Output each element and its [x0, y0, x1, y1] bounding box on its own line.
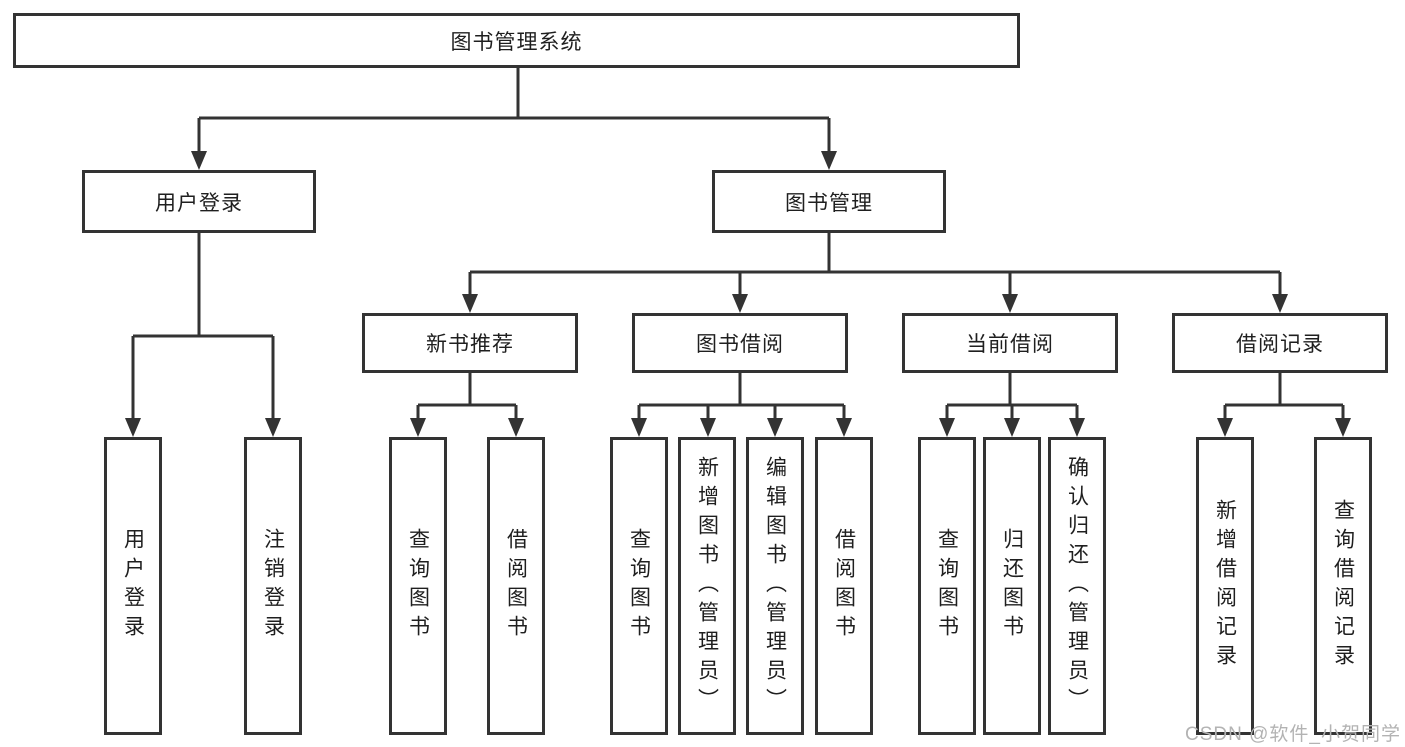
- node-leaf-search-books-recommend: 查询图书: [389, 437, 447, 735]
- node-leaf-search-books-borrow: 查询图书: [610, 437, 668, 735]
- node-label: 编辑图书（管理员）: [763, 455, 787, 717]
- node-label: 查询借阅记录: [1331, 499, 1355, 673]
- node-leaf-borrow-books: 借阅图书: [815, 437, 873, 735]
- node-label: 当前借阅: [966, 333, 1054, 356]
- node-borrow-records: 借阅记录: [1172, 313, 1388, 373]
- edge-book-management-to-level3: [468, 233, 1282, 299]
- node-label: 查询图书: [935, 528, 959, 644]
- node-leaf-user-login: 用户登录: [104, 437, 162, 735]
- node-label: 图书借阅: [696, 333, 784, 356]
- arrowheads-level3: [462, 294, 1288, 313]
- node-leaf-borrow-books-recommend: 借阅图书: [487, 437, 545, 735]
- node-label: 图书管理系统: [450, 30, 583, 54]
- node-leaf-search-books-current: 查询图书: [918, 437, 976, 735]
- node-label: 查询图书: [406, 528, 430, 644]
- node-label: 归还图书: [1000, 528, 1024, 644]
- node-label: 新增图书（管理员）: [695, 455, 719, 717]
- edge-user-login-to-leaves: [131, 233, 275, 423]
- node-label: 用户登录: [155, 191, 243, 215]
- arrowheads-book-borrow-leaves: [631, 418, 852, 437]
- node-leaf-confirm-return-admin: 确认归还（管理员）: [1048, 437, 1106, 735]
- node-label: 查询图书: [627, 528, 651, 644]
- node-user-login: 用户登录: [82, 170, 316, 233]
- node-leaf-add-borrow-record: 新增借阅记录: [1196, 437, 1254, 735]
- arrowheads-level2: [191, 151, 837, 170]
- node-leaf-return-books: 归还图书: [983, 437, 1041, 735]
- node-root-library-system: 图书管理系统: [13, 13, 1020, 68]
- arrowheads-borrow-records-leaves: [1217, 418, 1351, 437]
- node-label: 确认归还（管理员）: [1065, 455, 1089, 717]
- node-book-borrow: 图书借阅: [632, 313, 848, 373]
- node-leaf-edit-book-admin: 编辑图书（管理员）: [746, 437, 804, 735]
- edge-new-book-to-leaves: [416, 373, 518, 423]
- node-label: 用户登录: [121, 528, 145, 644]
- node-label: 借阅图书: [832, 528, 856, 644]
- edge-current-borrow-to-leaves: [945, 373, 1079, 423]
- edge-book-borrow-to-leaves: [637, 373, 846, 423]
- node-book-management: 图书管理: [712, 170, 946, 233]
- node-label: 新书推荐: [426, 333, 514, 356]
- watermark: CSDN @软件_小贺同学: [1185, 724, 1401, 745]
- node-leaf-add-book-admin: 新增图书（管理员）: [678, 437, 736, 735]
- arrowheads-user-login-leaves: [125, 418, 281, 437]
- arrowheads-new-book-leaves: [410, 418, 524, 437]
- edge-borrow-records-to-leaves: [1223, 373, 1345, 423]
- node-leaf-search-borrow-record: 查询借阅记录: [1314, 437, 1372, 735]
- node-leaf-logout: 注销登录: [244, 437, 302, 735]
- node-label: 借阅图书: [504, 528, 528, 644]
- node-label: 图书管理: [785, 191, 873, 215]
- node-label: 借阅记录: [1236, 333, 1324, 356]
- edge-root-to-level2: [197, 68, 831, 156]
- node-new-book-recommend: 新书推荐: [362, 313, 578, 373]
- node-current-borrow: 当前借阅: [902, 313, 1118, 373]
- arrowheads-current-borrow-leaves: [939, 418, 1085, 437]
- node-label: 新增借阅记录: [1213, 499, 1237, 673]
- node-label: 注销登录: [261, 528, 285, 644]
